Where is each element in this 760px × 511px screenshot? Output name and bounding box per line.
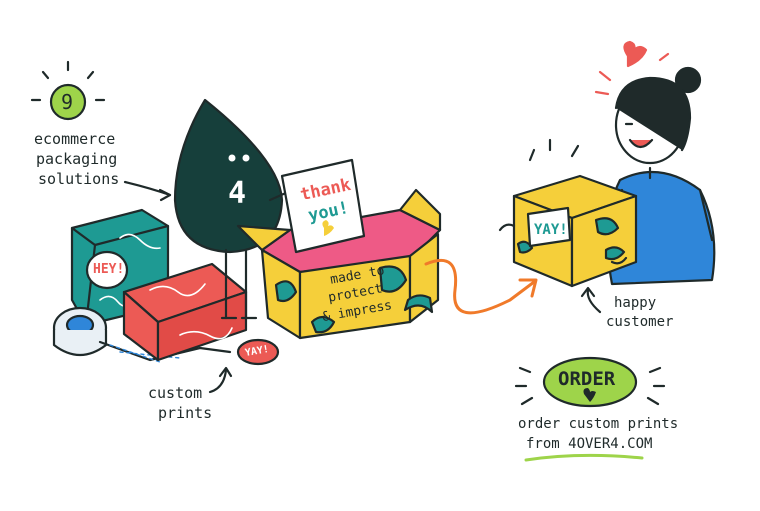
tape-roll-icon xyxy=(52,306,232,363)
order-line-2[interactable]: from 4OVER4.COM xyxy=(526,436,653,452)
order-button[interactable]: ORDER xyxy=(558,368,616,390)
badge-number: 9 xyxy=(61,90,74,114)
bag-label: HEY! xyxy=(93,262,125,277)
mascot-number: 4 xyxy=(228,176,247,211)
customer-line-2: customer xyxy=(606,314,674,330)
custom-line-1: custom xyxy=(148,384,203,402)
intro-line-3: solutions xyxy=(38,170,120,188)
thank-you-card-icon xyxy=(280,158,366,254)
held-box-icon xyxy=(498,138,638,288)
order-button-shape xyxy=(542,356,638,408)
custom-line-2: prints xyxy=(158,404,213,422)
mascot-drop-icon xyxy=(173,98,296,320)
badge-9-icon xyxy=(30,60,106,121)
custom-arrow xyxy=(208,368,228,394)
intro-line-1: ecommerce xyxy=(34,130,116,148)
big-box-icon xyxy=(236,188,442,340)
order-line-1: order custom prints xyxy=(518,416,679,432)
customer-line-1: happy xyxy=(614,295,657,311)
customer-arrow xyxy=(586,288,602,314)
red-box-icon xyxy=(122,262,248,362)
sticker-icon xyxy=(236,338,280,366)
held-box-label: YAY! xyxy=(534,222,568,238)
order-underline xyxy=(524,453,644,462)
intro-line-2: packaging xyxy=(36,150,118,168)
delivery-arrow xyxy=(424,258,536,315)
intro-arrow xyxy=(123,180,172,197)
